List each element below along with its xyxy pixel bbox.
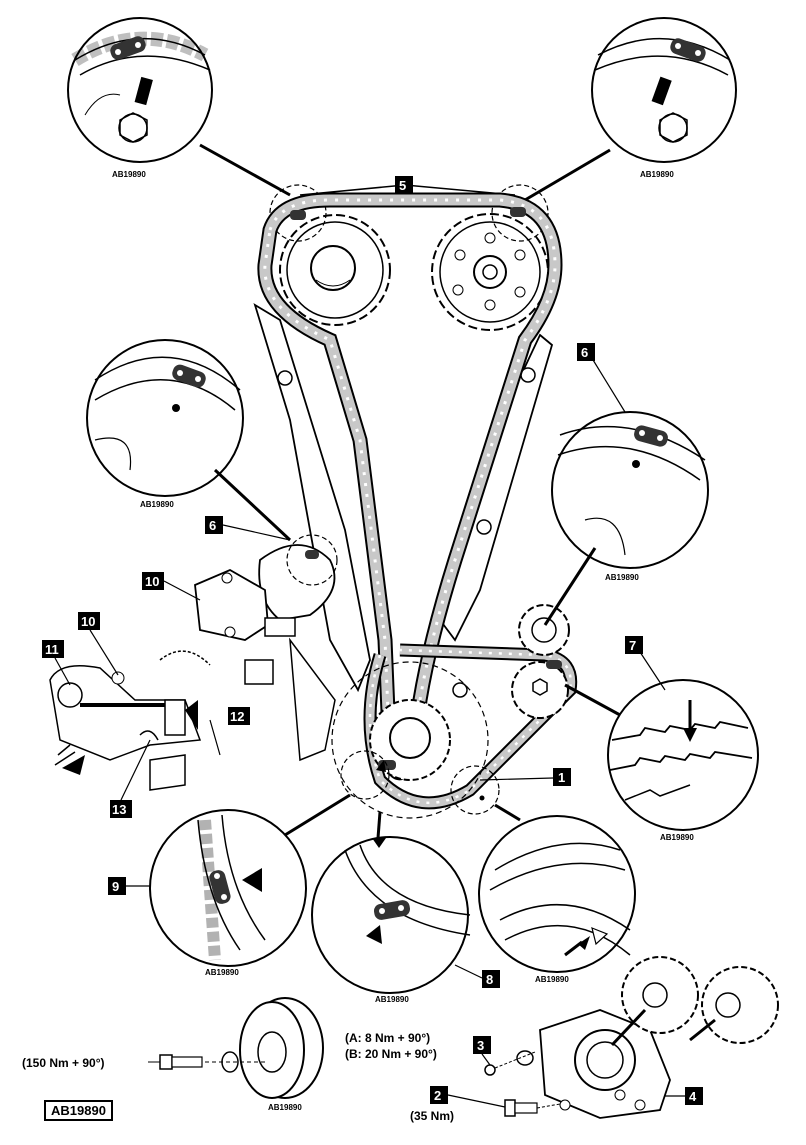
callout-6b (577, 343, 595, 361)
crank-bolt (148, 1051, 265, 1073)
leader-line (199, 143, 291, 197)
fig-code-pulley: AB19890 (268, 1103, 302, 1112)
svg-text:7: 7 (629, 638, 636, 653)
callout-10a (142, 572, 164, 590)
detail-9: AB19890 (149, 809, 307, 977)
torque-crank-bolt: (150 Nm + 90°) (22, 1056, 105, 1070)
chain-guide-right (439, 333, 554, 642)
marker-circle (269, 184, 327, 242)
svg-text:10: 10 (81, 614, 95, 629)
callout-9 (108, 877, 126, 895)
callout-3 (473, 1036, 491, 1054)
bolt-2 (504, 1099, 561, 1117)
detail-1: AB19890 (478, 815, 636, 984)
callout-11 (42, 640, 64, 658)
crank-pulley: AB19890 (239, 997, 324, 1112)
detail-left-6: AB19890 (86, 339, 244, 509)
intake-cam-sprocket (431, 213, 549, 331)
svg-text:10: 10 (145, 574, 159, 589)
chain-tensioner (194, 534, 338, 762)
fig-code-1: AB19890 (535, 975, 569, 984)
svg-text:1: 1 (558, 770, 565, 785)
callout-10b (78, 612, 100, 630)
figure-reference-box: AB19890 (44, 1100, 113, 1121)
svg-text:3: 3 (477, 1038, 484, 1053)
callout-1 (553, 768, 571, 786)
callout-6a (205, 516, 223, 534)
fig-code-7: AB19890 (660, 833, 694, 842)
svg-text:12: 12 (230, 709, 244, 724)
svg-text:8: 8 (486, 972, 493, 987)
fig-code-top-right: AB19890 (640, 170, 674, 179)
svg-text:2: 2 (434, 1088, 441, 1103)
leader-line (524, 148, 611, 202)
callout-5 (395, 176, 413, 194)
fig-code-top-left: AB19890 (112, 170, 146, 179)
tensioner-detail-left (49, 650, 221, 791)
timing-chain (259, 194, 561, 779)
fig-code-right: AB19890 (605, 573, 639, 582)
svg-text:4: 4 (689, 1089, 697, 1104)
fig-code-left: AB19890 (140, 500, 174, 509)
balance-shaft-sprocket-lower (511, 661, 569, 719)
callout-8 (482, 970, 500, 988)
svg-text:5: 5 (399, 178, 406, 193)
torque-b: (B: 20 Nm + 90°) (345, 1047, 437, 1061)
svg-text:9: 9 (112, 879, 119, 894)
balance-shaft-assembly (539, 956, 779, 1119)
chain-guide-left (253, 303, 371, 693)
fig-code-9: AB19890 (205, 968, 239, 977)
callout-12 (228, 707, 250, 725)
crankshaft-sprocket (331, 661, 489, 819)
svg-text:11: 11 (45, 642, 59, 657)
detail-7: AB19890 (607, 679, 759, 842)
torque-a: (A: 8 Nm + 90°) (345, 1031, 430, 1045)
exhaust-cam-sprocket (279, 214, 391, 326)
callout-13 (110, 800, 132, 818)
detail-right-6: AB19890 (551, 411, 709, 582)
callout-4 (685, 1087, 703, 1105)
detail-8: AB19890 (311, 836, 471, 1004)
callout-7 (625, 636, 643, 654)
svg-text:6: 6 (581, 345, 588, 360)
detail-top-right: AB19890 (591, 17, 737, 179)
svg-text:6: 6 (209, 518, 216, 533)
torque-bolt-2: (35 Nm) (410, 1109, 454, 1123)
callout-2 (430, 1086, 448, 1104)
balance-shaft-sprocket-upper (518, 604, 570, 656)
svg-text:13: 13 (112, 802, 126, 817)
fig-code-8: AB19890 (375, 995, 409, 1004)
detail-top-left: AB19890 (67, 17, 213, 179)
bolt-3 (484, 1050, 536, 1076)
marker-circle (491, 184, 549, 242)
